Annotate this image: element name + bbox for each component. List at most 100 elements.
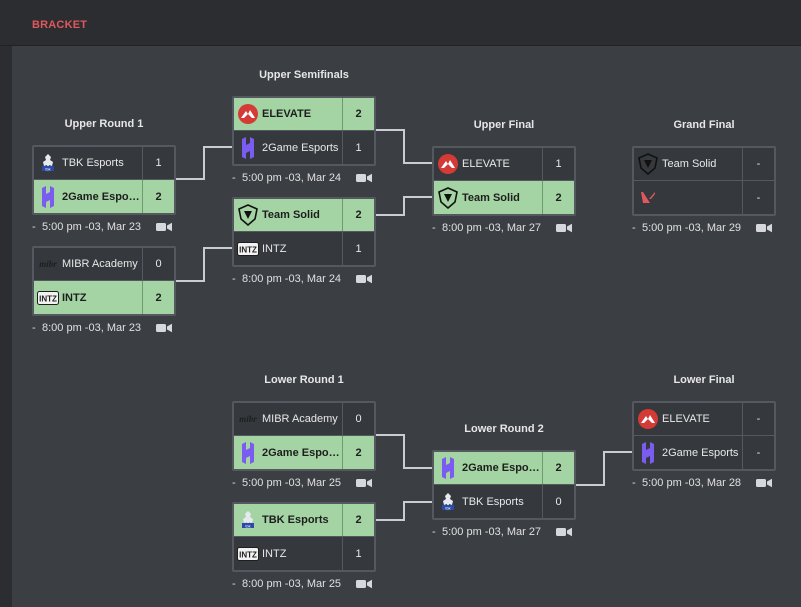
team-row-bottom[interactable]: INTZ INTZ 2: [34, 281, 174, 314]
video-camera-icon[interactable]: [556, 223, 572, 233]
match-time: 8:00 pm -03, Mar 27: [442, 222, 542, 234]
video-camera-icon[interactable]: [156, 323, 172, 333]
match-meta: - 5:00 pm -03, Mar 27: [432, 524, 576, 540]
video-camera-icon[interactable]: [356, 579, 372, 589]
match-meta: - 5:00 pm -03, Mar 29: [632, 220, 776, 236]
page-title: BRACKET: [32, 19, 88, 31]
team-logo: [434, 452, 462, 485]
svg-text:tbk: tbk: [245, 523, 250, 528]
round-title-lower-round-1: Lower Round 1: [264, 374, 344, 386]
team-score: 0: [142, 248, 174, 280]
elevate-logo-icon: [438, 154, 458, 174]
match-time: 5:00 pm -03, Mar 29: [642, 222, 742, 234]
team-logo: [634, 148, 662, 181]
team-name: MIBR Academy: [62, 258, 138, 270]
team-row-top[interactable]: mibr MIBR Academy 0: [34, 248, 174, 281]
team-score: 1: [542, 148, 574, 180]
team-row-bottom[interactable]: INTZ INTZ 1: [234, 537, 374, 570]
tbk-esports-logo-icon: tbk: [42, 154, 54, 172]
team-name: TBK Esports: [62, 157, 124, 169]
match-meta: - 5:00 pm -03, Mar 24: [232, 170, 376, 186]
team-logo: INTZ: [34, 281, 62, 314]
video-camera-icon[interactable]: [356, 478, 372, 488]
team-row-top[interactable]: 2Game Esports 2: [434, 452, 574, 485]
match-meta: - 5:00 pm -03, Mar 25: [232, 475, 376, 491]
team-row-top[interactable]: tbk TBK Esports 1: [34, 147, 174, 180]
team-name: INTZ: [262, 547, 287, 560]
video-camera-icon[interactable]: [756, 223, 772, 233]
team-logo: [634, 436, 662, 469]
match-card-us1[interactable]: ELEVATE 2 2Game Esports 1: [232, 96, 376, 166]
meta-dash: -: [632, 222, 636, 234]
match-card-uf[interactable]: ELEVATE 1 Team Solid 2: [432, 146, 576, 216]
team-row-bottom[interactable]: INTZ INTZ 1: [234, 232, 374, 265]
svg-text:mibr: mibr: [39, 259, 57, 269]
team-row-bottom[interactable]: Team Solid 2: [434, 181, 574, 214]
match-time: 5:00 pm -03, Mar 25: [242, 477, 342, 489]
team-row-bottom[interactable]: tbk TBK Esports 0: [434, 485, 574, 518]
team-score: -: [742, 436, 774, 469]
2game-logo-icon: [242, 136, 254, 159]
team-name: 2Game Esports: [662, 446, 739, 459]
tbk-esports-logo-icon: tbk: [442, 492, 454, 511]
meta-dash: -: [232, 172, 236, 184]
team-row-top[interactable]: ELEVATE 2: [234, 98, 374, 131]
team-row-bottom[interactable]: 2Game Esports 2: [34, 180, 174, 213]
video-camera-icon[interactable]: [556, 527, 572, 537]
team-logo: [634, 181, 662, 214]
team-logo: [434, 148, 462, 181]
match-card-gf[interactable]: Team Solid - -: [632, 146, 776, 216]
team-logo: [234, 131, 262, 164]
match-card-ur1b[interactable]: mibr MIBR Academy 0 INTZ INTZ 2: [32, 246, 176, 316]
team-row-top[interactable]: Team Solid 2: [234, 199, 374, 232]
team-score: 2: [542, 452, 574, 484]
meta-dash: -: [232, 578, 236, 590]
match-meta: - 8:00 pm -03, Mar 23: [32, 320, 176, 336]
svg-text:tbk: tbk: [445, 505, 450, 510]
team-row-bottom[interactable]: -: [634, 181, 774, 214]
meta-dash: -: [232, 477, 236, 489]
team-solid-logo-icon: [438, 186, 458, 209]
team-solid-logo-icon: [638, 153, 658, 175]
match-meta: - 8:00 pm -03, Mar 27: [432, 220, 576, 236]
team-row-top[interactable]: Team Solid -: [634, 148, 774, 181]
match-card-lr1a[interactable]: mibr MIBR Academy 0 2Game Esports 2: [232, 401, 376, 471]
meta-dash: -: [432, 222, 436, 234]
team-solid-logo-icon: [238, 204, 258, 226]
team-row-top[interactable]: ELEVATE 1: [434, 148, 574, 181]
match-card-lr2[interactable]: 2Game Esports 2 tbk TBK Esports 0: [432, 450, 576, 520]
video-camera-icon[interactable]: [156, 222, 172, 232]
meta-dash: -: [432, 526, 436, 538]
team-row-top[interactable]: tbk TBK Esports 2: [234, 504, 374, 537]
team-name: INTZ: [262, 242, 287, 255]
team-name: 2Game Esports: [62, 190, 142, 203]
round-title-upper-final: Upper Final: [473, 119, 535, 131]
team-name: 2Game Esports: [262, 141, 339, 154]
team-row-bottom[interactable]: 2Game Esports 1: [234, 131, 374, 164]
team-logo: [634, 403, 662, 436]
team-logo: [234, 98, 262, 131]
team-row-bottom[interactable]: 2Game Esports 2: [234, 436, 374, 469]
team-name: Team Solid: [462, 191, 520, 204]
video-camera-icon[interactable]: [356, 274, 372, 284]
match-card-lf[interactable]: ELEVATE - 2Game Esports -: [632, 401, 776, 471]
match-time: 5:00 pm -03, Mar 28: [642, 477, 742, 489]
mibr-logo-icon: mibr: [39, 259, 57, 269]
team-row-bottom[interactable]: 2Game Esports -: [634, 436, 774, 469]
match-card-us2[interactable]: Team Solid 2 INTZ INTZ 1: [232, 197, 376, 267]
match-card-ur1a[interactable]: tbk TBK Esports 1 2Game Esports 2: [32, 145, 176, 215]
team-score: 2: [342, 436, 374, 469]
team-row-top[interactable]: mibr MIBR Academy 0: [234, 403, 374, 436]
team-name: ELEVATE: [262, 108, 312, 120]
video-camera-icon[interactable]: [356, 173, 372, 183]
team-row-top[interactable]: ELEVATE -: [634, 403, 774, 436]
video-camera-icon[interactable]: [756, 478, 772, 488]
round-title-grand-final: Grand Final: [673, 119, 735, 131]
tbk-esports-logo-icon: tbk: [242, 511, 254, 529]
round-title-lower-round-2: Lower Round 2: [464, 423, 544, 435]
match-time: 8:00 pm -03, Mar 23: [42, 322, 142, 334]
team-logo: INTZ: [234, 232, 262, 265]
team-name: Team Solid: [662, 158, 717, 170]
match-card-lr1b[interactable]: tbk TBK Esports 2 INTZ INTZ 1: [232, 502, 376, 572]
intz-logo-icon: INTZ: [237, 546, 259, 561]
